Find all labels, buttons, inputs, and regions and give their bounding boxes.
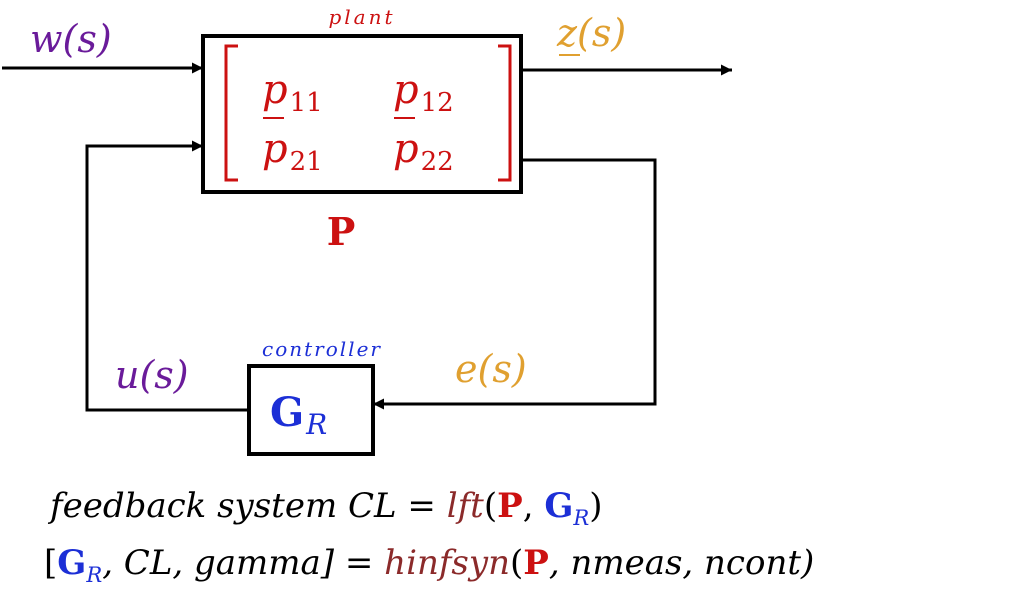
formula2-open-paren: ( <box>509 543 524 583</box>
u-feedback-path <box>85 140 249 412</box>
formula-hinfsyn: [GR, CL, gamma] = hinfsyn(P, nmeas, ncon… <box>44 543 814 587</box>
formula1-close-paren: ) <box>589 486 603 526</box>
plant-caption: plant <box>328 5 395 29</box>
formula2-rest: , CL, gamma] = <box>102 543 385 583</box>
e-signal-label: e(s) <box>455 347 527 391</box>
matrix-left-bracket <box>224 44 238 182</box>
u-signal-label: u(s) <box>115 353 189 397</box>
formula1-plant-arg: P <box>497 486 523 526</box>
matrix-entry-p11: p11 <box>262 67 323 118</box>
controller-box <box>247 364 375 456</box>
matrix-entry-p22: p22 <box>393 126 454 177</box>
controller-caption: controller <box>262 337 382 361</box>
matrix-right-bracket <box>498 44 512 182</box>
formula1-controller-arg: G <box>544 486 574 526</box>
z-signal-label: z(s) <box>556 11 626 55</box>
formula1-controller-sub: R <box>573 504 590 530</box>
formula2-args: , nmeas, ncont) <box>548 543 815 583</box>
formula2-plant-arg: P <box>523 543 549 583</box>
e-feedback-path <box>373 158 657 410</box>
hinfsyn-function: hinfsyn <box>384 543 510 583</box>
lft-function: lft <box>446 486 484 526</box>
w-signal-label: w(s) <box>30 17 112 61</box>
matrix-entry-p21: p21 <box>262 126 323 177</box>
formula1-prefix: feedback system CL = <box>50 486 447 526</box>
formula2-controller: G <box>57 543 87 583</box>
matrix-entry-p12: p12 <box>393 67 454 118</box>
formula1-open-paren: ( <box>483 486 498 526</box>
plant-box <box>201 34 523 194</box>
formula1-separator: , <box>522 486 545 526</box>
formula-lft: feedback system CL = lft(P, GR) <box>50 486 603 530</box>
plant-name: P <box>327 209 356 254</box>
formula2-open-bracket: [ <box>44 543 58 583</box>
formula2-controller-sub: R <box>86 561 103 587</box>
controller-name: GR <box>270 389 327 441</box>
